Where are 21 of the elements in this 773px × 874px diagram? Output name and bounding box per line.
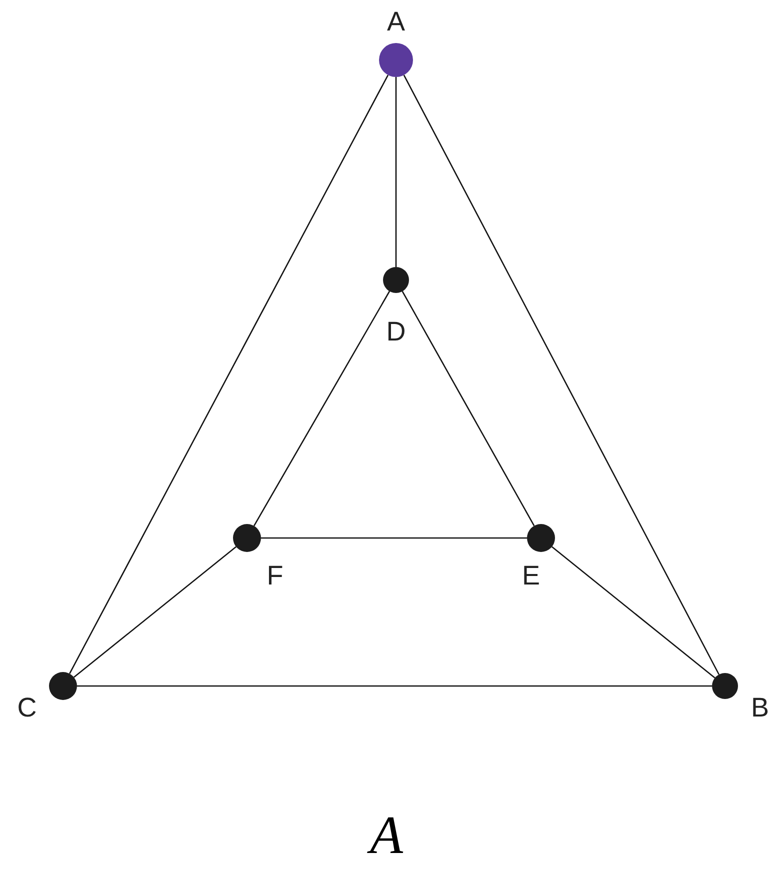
- vertex-label: E: [522, 562, 540, 590]
- edge-line: [69, 74, 389, 674]
- vertex-label: A: [387, 8, 405, 36]
- node-circle: [527, 524, 555, 552]
- edge-line: [253, 290, 390, 526]
- edge-line: [261, 537, 527, 539]
- edge-line: [395, 77, 397, 267]
- vertex-label: C: [17, 694, 37, 722]
- edge-line: [74, 546, 236, 678]
- vertex-label: D: [386, 318, 406, 346]
- node-circle: [49, 672, 77, 700]
- edge-line: [403, 74, 720, 675]
- edge-line: [552, 546, 716, 678]
- vertex-label: F: [266, 562, 284, 590]
- edge-line: [77, 685, 712, 687]
- vertex-label: B: [751, 694, 769, 722]
- node-circle: [383, 267, 409, 293]
- node-circle: [712, 673, 738, 699]
- node-circle: [379, 43, 413, 77]
- edge-line: [402, 291, 535, 526]
- node-circle: [233, 524, 261, 552]
